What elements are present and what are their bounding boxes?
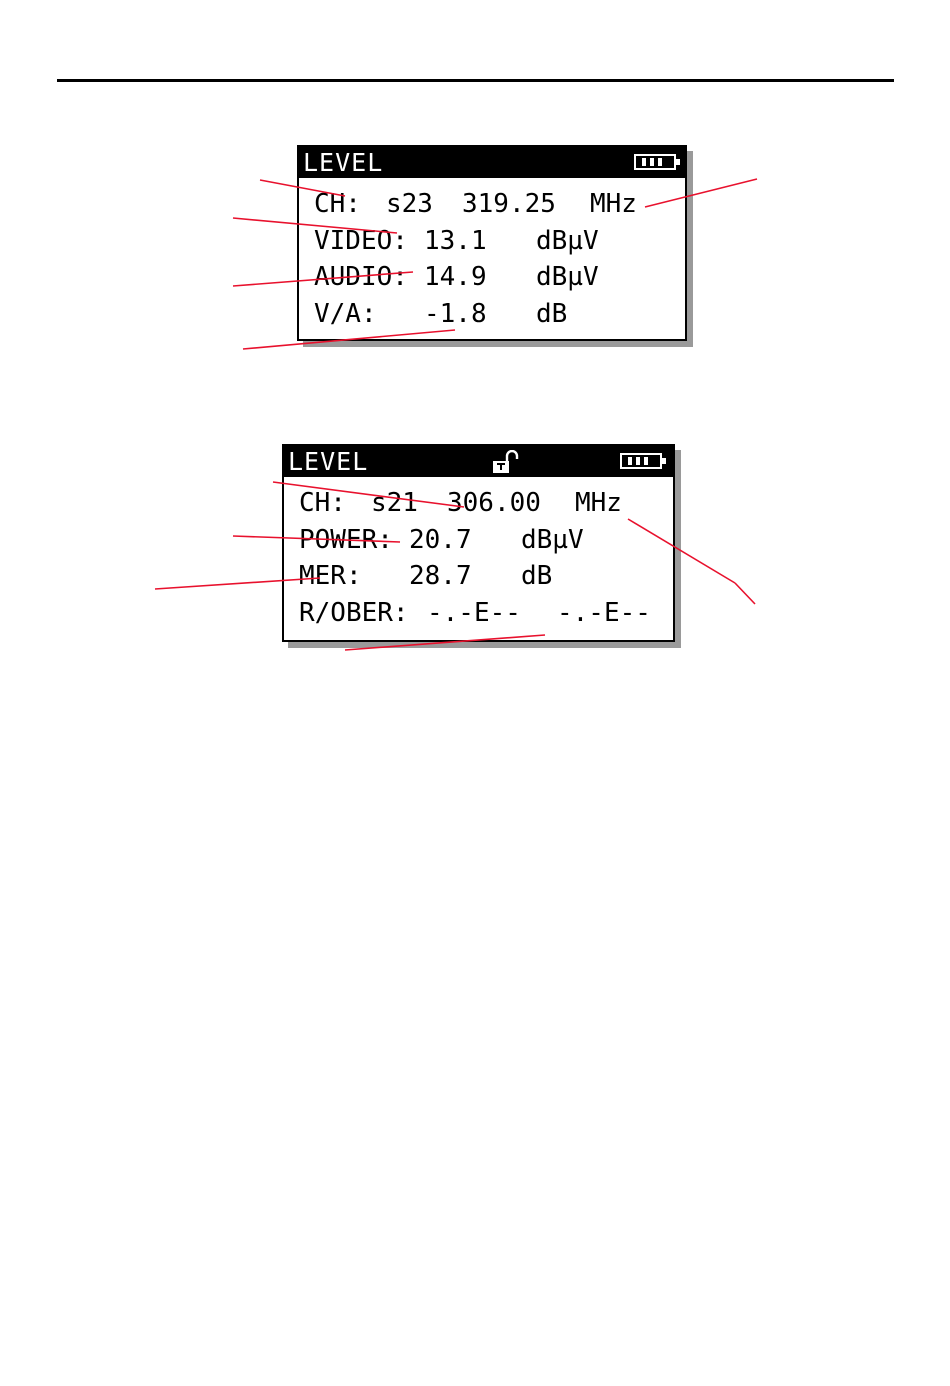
level-screen-analog: LEVEL CH: s23 319.25 MHz VIDEO: 13.1 dBµ…: [297, 145, 687, 341]
title-bar: LEVEL: [284, 446, 673, 477]
page-header-rule: [57, 79, 894, 82]
battery-full-icon: [620, 453, 666, 469]
screen-title: LEVEL: [303, 148, 384, 177]
row-channel: CH: s23 319.25 MHz: [314, 189, 679, 226]
mer-unit: dB: [521, 561, 553, 591]
mer-value: 28.7: [409, 561, 472, 591]
mer-label: MER:: [299, 561, 362, 591]
audio-value: 14.9: [424, 262, 487, 292]
row-va: V/A: -1.8 dB: [314, 299, 679, 336]
row-video: VIDEO: 13.1 dBµV: [314, 226, 679, 263]
battery-full-icon: [634, 154, 680, 170]
screen-title: LEVEL: [288, 447, 369, 476]
video-label: VIDEO:: [314, 225, 408, 256]
ber-value-2: -.-E--: [557, 597, 651, 628]
power-label: POWER:: [299, 524, 393, 555]
frequency-value: 306.00: [447, 488, 541, 518]
ber-value-1: -.-E--: [427, 597, 521, 628]
title-bar: LEVEL: [299, 147, 685, 178]
frequency-value: 319.25: [462, 189, 556, 219]
video-value: 13.1: [424, 225, 487, 256]
va-value: -1.8: [424, 298, 487, 329]
va-unit: dB: [536, 298, 568, 329]
callout-line-frequency-tail: [734, 582, 756, 605]
row-mer: MER: 28.7 dB: [299, 561, 667, 598]
power-value: 20.7: [409, 524, 472, 555]
row-ber: R/OBER: -.-E-- -.-E--: [299, 598, 667, 635]
power-unit: dBµV: [521, 524, 584, 555]
ch-label: CH:: [314, 189, 361, 219]
measurement-rows: CH: s23 319.25 MHz VIDEO: 13.1 dBµV AUDI…: [314, 189, 679, 335]
channel-value: s23: [386, 189, 433, 219]
ber-label: R/OBER:: [299, 597, 409, 628]
video-unit: dBµV: [536, 225, 599, 256]
row-power: POWER: 20.7 dBµV: [299, 525, 667, 562]
row-channel: CH: s21 306.00 MHz: [299, 488, 667, 525]
ch-label: CH:: [299, 488, 346, 518]
audio-label: AUDIO:: [314, 262, 408, 292]
frequency-unit: MHz: [575, 488, 622, 518]
measurement-rows: CH: s21 306.00 MHz POWER: 20.7 dBµV MER:…: [299, 488, 667, 634]
va-label: V/A:: [314, 298, 377, 329]
row-audio: AUDIO: 14.9 dBµV: [314, 262, 679, 299]
level-screen-digital: LEVEL CH: s21 306.00 MHz POWER: 20.7 dBµ…: [282, 444, 675, 642]
channel-value: s21: [371, 488, 418, 518]
audio-unit: dBµV: [536, 262, 599, 292]
lock-open-icon: [493, 450, 519, 473]
frequency-unit: MHz: [590, 189, 637, 219]
